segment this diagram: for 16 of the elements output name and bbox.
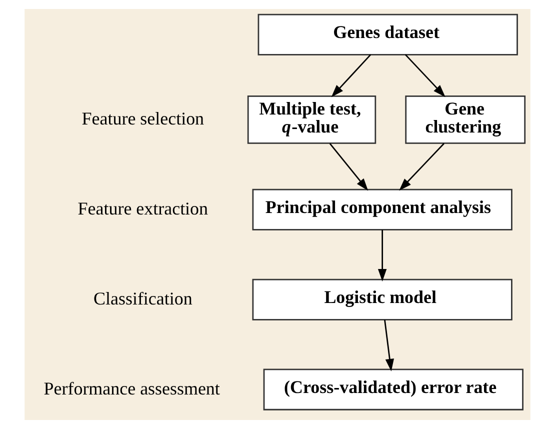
label: Feature selection (82, 108, 204, 128)
arrow (399, 142, 444, 190)
label: Classification (94, 288, 192, 308)
arrow (378, 229, 387, 281)
arrow (331, 54, 372, 97)
arrow (384, 319, 394, 371)
node-box: (Cross-validated) error rate (263, 368, 524, 410)
arrow (404, 54, 446, 97)
arrow (329, 142, 368, 190)
node-box: Gene clustering (405, 94, 526, 144)
label: Feature extraction (78, 198, 208, 218)
node-box: Principal component analysis (252, 188, 512, 230)
node-box: Logistic model (252, 278, 512, 320)
node-box: Multiple test, q-value (247, 94, 376, 144)
label: Performance assessment (44, 378, 220, 398)
node-box: Genes dataset (258, 13, 518, 55)
